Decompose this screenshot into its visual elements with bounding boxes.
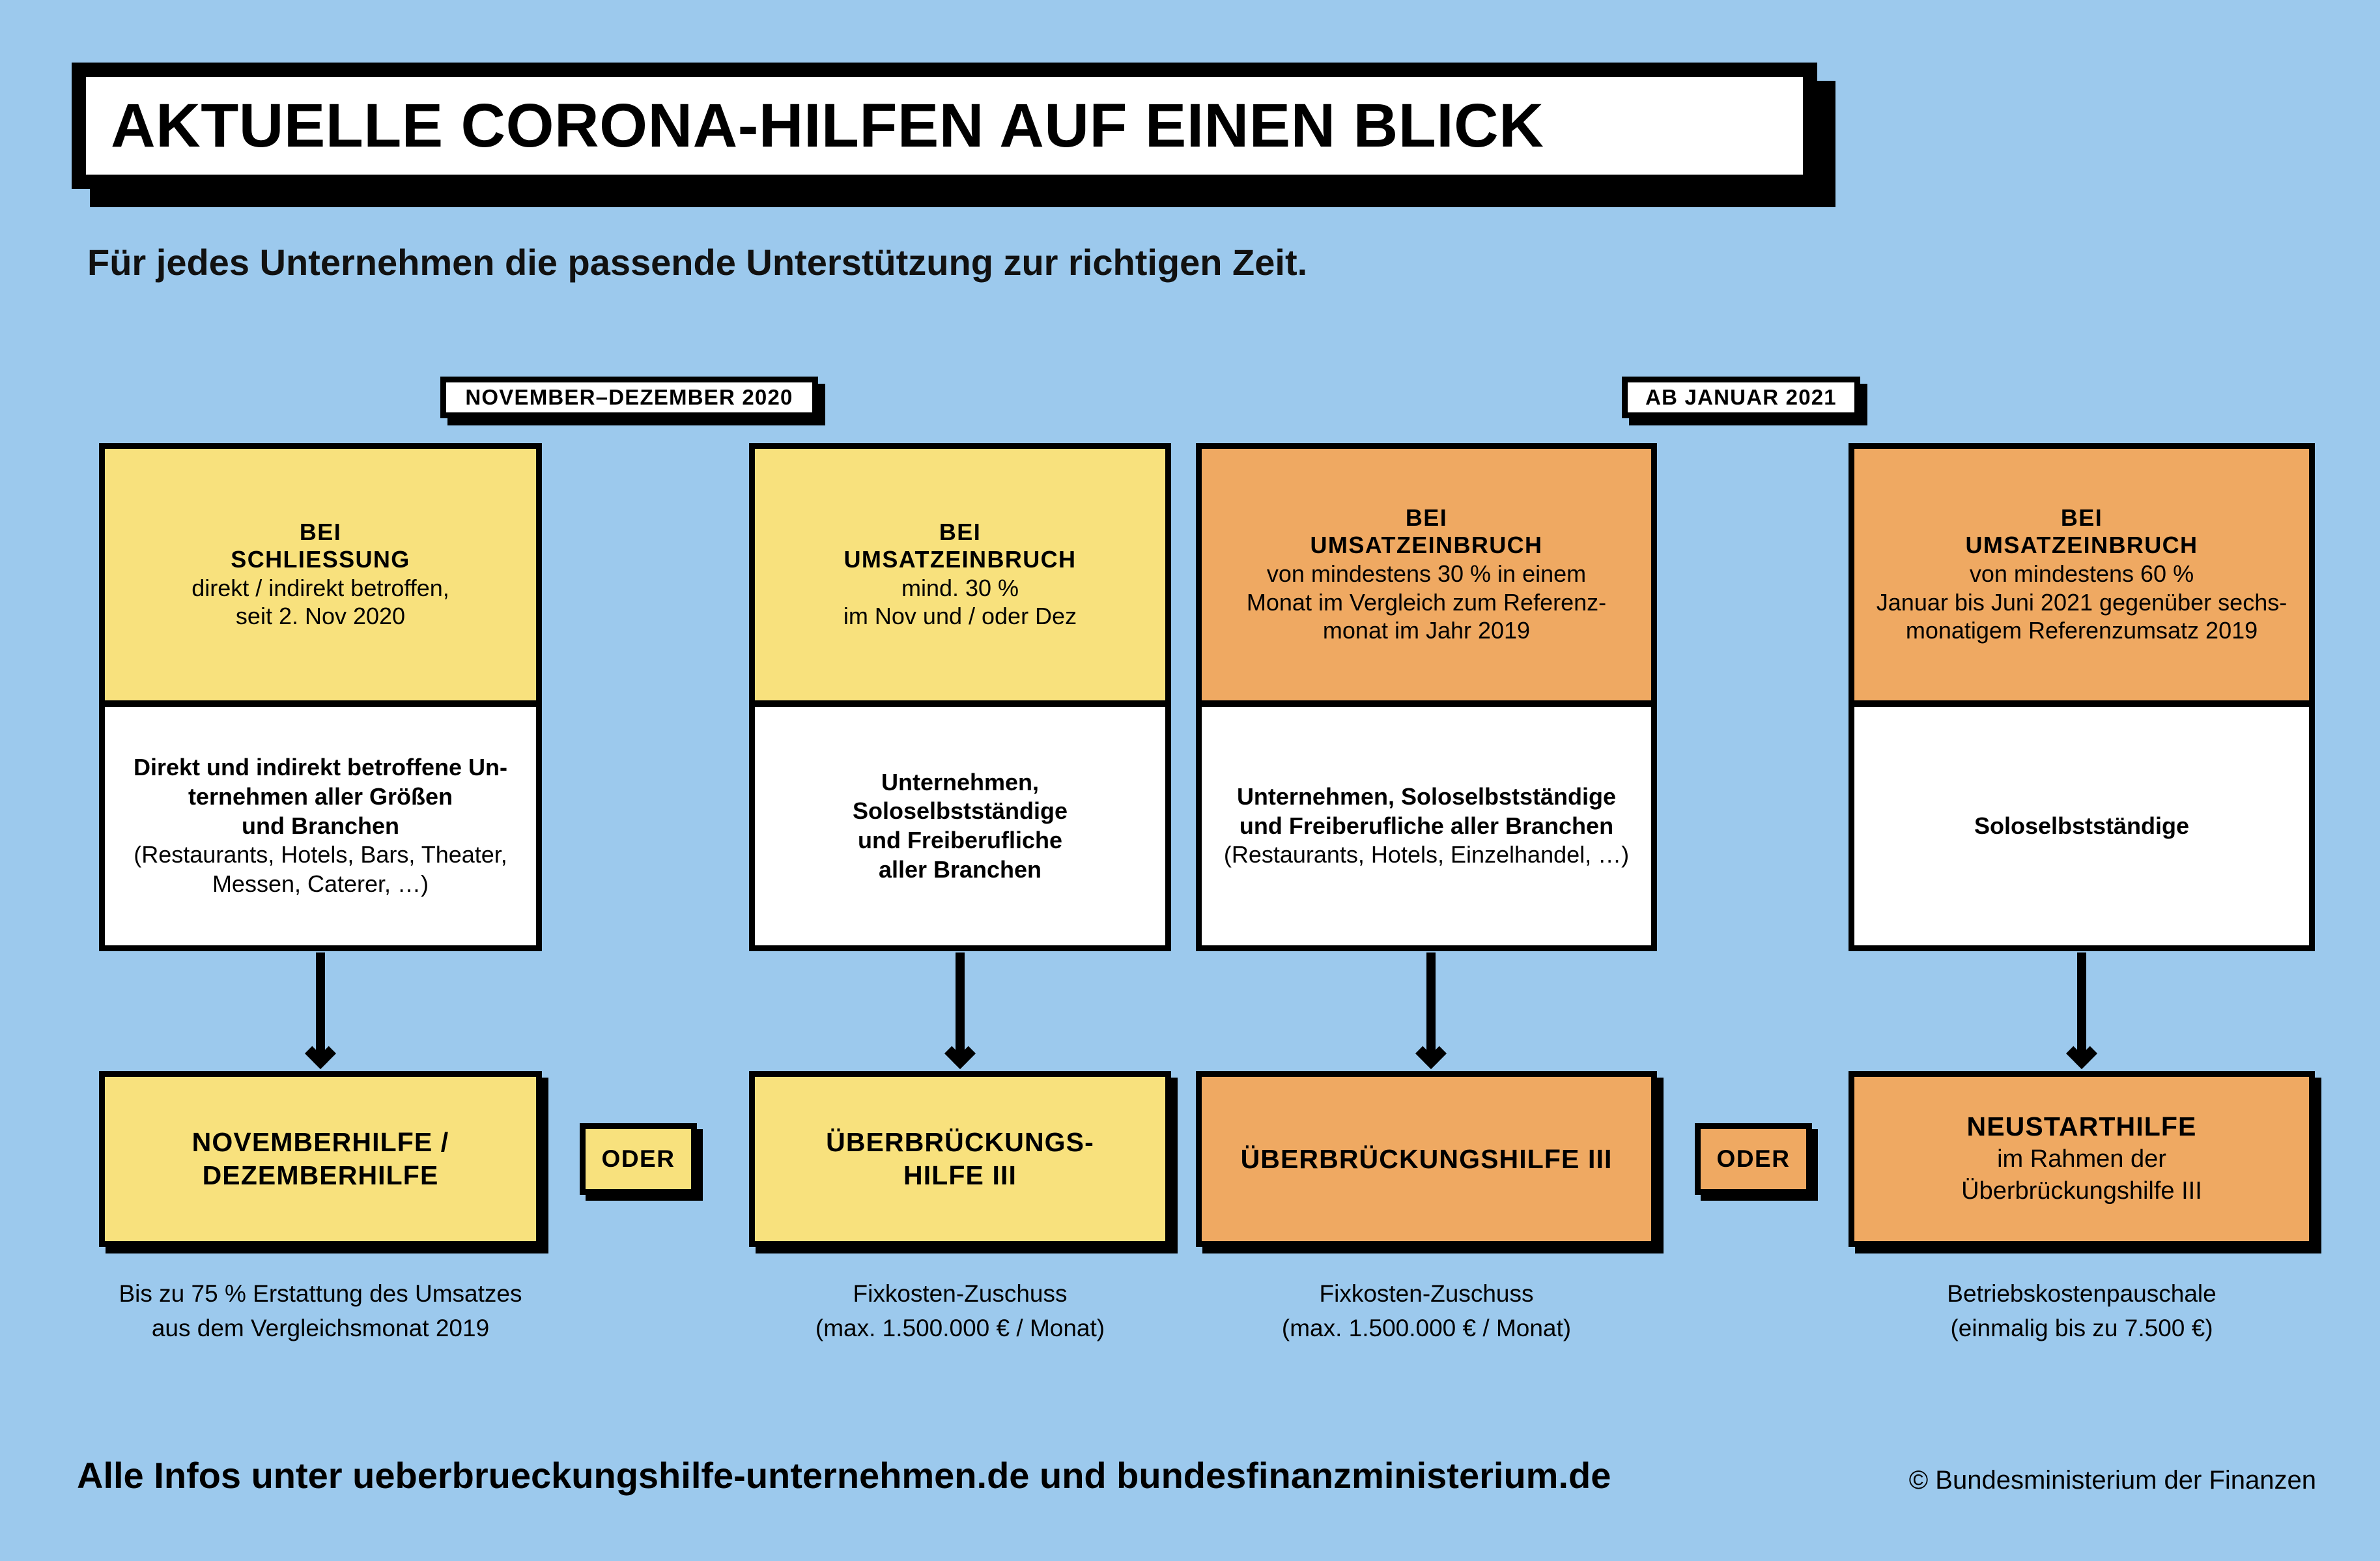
criteria-body-bold-line: Soloselbstständige <box>1974 812 2190 839</box>
criteria-head-line1: BEI <box>1405 504 1448 531</box>
result-box-inner: ÜBERBRÜCKUNGSHILFE III <box>1196 1071 1657 1247</box>
flow-arrow-3 <box>1426 952 1436 1057</box>
connector-oder-2: ODER <box>1695 1123 1818 1201</box>
criteria-head-detail-line: im Nov und / oder Dez <box>843 603 1077 630</box>
footer-copyright: © Bundesministerium der Finanzen <box>1908 1466 2316 1495</box>
connector-label: ODER <box>1716 1145 1791 1172</box>
period-tag-label: NOVEMBER–DEZEMBER 2020 <box>465 385 793 409</box>
criteria-head-line2: UMSATZEINBRUCH <box>843 546 1077 573</box>
connector-box: ODER <box>580 1123 697 1195</box>
page-title: AKTUELLE CORONA-HILFEN AUF EINEN BLICK <box>111 91 1544 160</box>
criteria-head-line2: UMSATZEINBRUCH <box>1965 532 2198 559</box>
result-box-inner: NOVEMBERHILFE / DEZEMBERHILFE <box>99 1071 542 1247</box>
criteria-head-detail-line: Januar bis Juni 2021 gegenüber sechs- <box>1876 588 2288 616</box>
caption-line: Bis zu 75 % Erstattung des Umsatzes <box>119 1280 522 1307</box>
period-tag-label: AB JANUAR 2021 <box>1645 385 1837 409</box>
criteria-head-1: BEI SCHLIESSUNG direkt / indirekt betrof… <box>99 443 542 704</box>
flow-arrow-4 <box>2077 952 2086 1057</box>
criteria-column-4: BEI UMSATZEINBRUCH von mindestens 60 % J… <box>1849 443 2315 951</box>
title-banner: AKTUELLE CORONA-HILFEN AUF EINEN BLICK <box>72 63 1835 207</box>
flow-arrow-2 <box>956 952 965 1057</box>
criteria-body-bold-line: ternehmen aller Größen <box>188 783 453 810</box>
connector-oder-1: ODER <box>580 1123 703 1201</box>
criteria-body-bold-line: Direkt und indirekt betroffene Un- <box>133 754 508 781</box>
result-title-line: NOVEMBERHILFE / <box>191 1127 449 1158</box>
criteria-head-line2: UMSATZEINBRUCH <box>1310 532 1543 559</box>
criteria-head-line1: BEI <box>939 518 982 545</box>
result-title-line: HILFE III <box>903 1160 1017 1190</box>
caption-line: (einmalig bis zu 7.500 €) <box>1950 1314 2213 1341</box>
flow-arrow-1 <box>316 952 325 1057</box>
criteria-body-1: Direkt und indirekt betroffene Un- terne… <box>99 704 542 951</box>
period-tag-box: NOVEMBER–DEZEMBER 2020 <box>440 377 818 418</box>
criteria-head-line1: BEI <box>299 518 342 545</box>
criteria-body-regular-line: (Restaurants, Hotels, Bars, Theater, <box>134 841 507 868</box>
period-tag-box: AB JANUAR 2021 <box>1622 377 1860 418</box>
caption-line: (max. 1.500.000 € / Monat) <box>1281 1314 1572 1341</box>
criteria-head-3: BEI UMSATZEINBRUCH von mindestens 30 % i… <box>1196 443 1657 704</box>
criteria-head-detail-line: seit 2. Nov 2020 <box>235 603 406 630</box>
criteria-head-2: BEI UMSATZEINBRUCH mind. 30 % im Nov und… <box>749 443 1171 704</box>
result-box-ueberbrueckungshilfe-iii-nov-dez[interactable]: ÜBERBRÜCKUNGS- HILFE III <box>749 1071 1178 1253</box>
result-box-inner: ÜBERBRÜCKUNGS- HILFE III <box>749 1071 1171 1247</box>
caption-line: Fixkosten-Zuschuss <box>1319 1280 1534 1307</box>
criteria-body-bold-line: Unternehmen, Soloselbstständige <box>1236 783 1617 810</box>
caption-line: (max. 1.500.000 € / Monat) <box>815 1314 1105 1341</box>
result-title-line: ÜBERBRÜCKUNGS- <box>826 1127 1094 1158</box>
criteria-head-detail-line: Monat im Vergleich zum Referenz- <box>1246 588 1607 616</box>
criteria-body-bold-line: und Branchen <box>241 812 399 839</box>
period-tag-november-dezember-2020: NOVEMBER–DEZEMBER 2020 <box>440 377 825 425</box>
result-caption-2: Fixkosten-Zuschuss (max. 1.500.000 € / M… <box>732 1277 1188 1345</box>
result-title-line: DEZEMBERHILFE <box>202 1160 439 1190</box>
result-caption-4: Betriebskostenpauschale (einmalig bis zu… <box>1849 1277 2315 1345</box>
result-title-line: ÜBERBRÜCKUNGSHILFE III <box>1240 1143 1613 1174</box>
result-caption-1: Bis zu 75 % Erstattung des Umsatzes aus … <box>73 1277 568 1345</box>
criteria-body-2: Unternehmen, Soloselbstständige und Frei… <box>749 704 1171 951</box>
criteria-head-detail-line: von mindestens 30 % in einem <box>1266 560 1587 587</box>
result-subtitle-line: im Rahmen der <box>1997 1145 2166 1173</box>
criteria-column-2: BEI UMSATZEINBRUCH mind. 30 % im Nov und… <box>749 443 1171 951</box>
result-box-neustarthilfe[interactable]: NEUSTARTHILFE im Rahmen der Überbrückung… <box>1849 1071 2321 1253</box>
criteria-body-bold-line: und Freiberufliche aller Branchen <box>1239 812 1614 839</box>
result-box-inner: NEUSTARTHILFE im Rahmen der Überbrückung… <box>1849 1071 2315 1247</box>
caption-line: Fixkosten-Zuschuss <box>853 1280 1068 1307</box>
criteria-head-detail-line: mind. 30 % <box>901 574 1019 601</box>
criteria-body-bold-line: Soloselbstständige <box>852 797 1068 825</box>
criteria-head-line2: SCHLIESSUNG <box>231 546 410 573</box>
criteria-head-detail-line: direkt / indirekt betroffen, <box>191 574 449 601</box>
connector-label: ODER <box>601 1145 675 1172</box>
criteria-body-bold-line: Unternehmen, <box>881 768 1040 795</box>
result-title-line: NEUSTARTHILFE <box>1966 1111 2197 1142</box>
caption-line: Betriebskostenpauschale <box>1947 1280 2217 1307</box>
criteria-body-3: Unternehmen, Soloselbstständige und Frei… <box>1196 704 1657 951</box>
criteria-head-4: BEI UMSATZEINBRUCH von mindestens 60 % J… <box>1849 443 2315 704</box>
page-subtitle: Für jedes Unternehmen die passende Unter… <box>87 242 1308 283</box>
criteria-body-regular-line: Messen, Caterer, …) <box>212 870 429 897</box>
caption-line: aus dem Vergleichsmonat 2019 <box>151 1314 490 1341</box>
criteria-body-4: Soloselbstständige <box>1849 704 2315 951</box>
criteria-head-detail-line: monatigem Referenzumsatz 2019 <box>1905 617 2258 644</box>
result-subtitle-line: Überbrückungshilfe III <box>1961 1177 2202 1205</box>
criteria-body-bold-line: und Freiberufliche <box>857 827 1063 853</box>
criteria-body-regular-line: (Restaurants, Hotels, Einzelhandel, …) <box>1223 841 1630 868</box>
criteria-head-detail-line: von mindestens 60 % <box>1969 560 2194 587</box>
title-banner-box: AKTUELLE CORONA-HILFEN AUF EINEN BLICK <box>72 63 1817 189</box>
criteria-head-detail-line: monat im Jahr 2019 <box>1322 617 1531 644</box>
criteria-column-3: BEI UMSATZEINBRUCH von mindestens 30 % i… <box>1196 443 1657 951</box>
criteria-body-bold-line: aller Branchen <box>878 855 1042 883</box>
result-caption-3: Fixkosten-Zuschuss (max. 1.500.000 € / M… <box>1192 1277 1661 1345</box>
result-box-ueberbrueckungshilfe-iii-2021[interactable]: ÜBERBRÜCKUNGSHILFE III <box>1196 1071 1664 1253</box>
criteria-column-1: BEI SCHLIESSUNG direkt / indirekt betrof… <box>99 443 542 951</box>
footer-info-text: Alle Infos unter ueberbrueckungshilfe-un… <box>77 1455 1611 1496</box>
criteria-head-line1: BEI <box>2060 504 2103 531</box>
connector-box: ODER <box>1695 1123 1812 1195</box>
period-tag-ab-januar-2021: AB JANUAR 2021 <box>1622 377 1867 425</box>
result-box-novemberhilfe-dezemberhilfe[interactable]: NOVEMBERHILFE / DEZEMBERHILFE <box>99 1071 548 1253</box>
